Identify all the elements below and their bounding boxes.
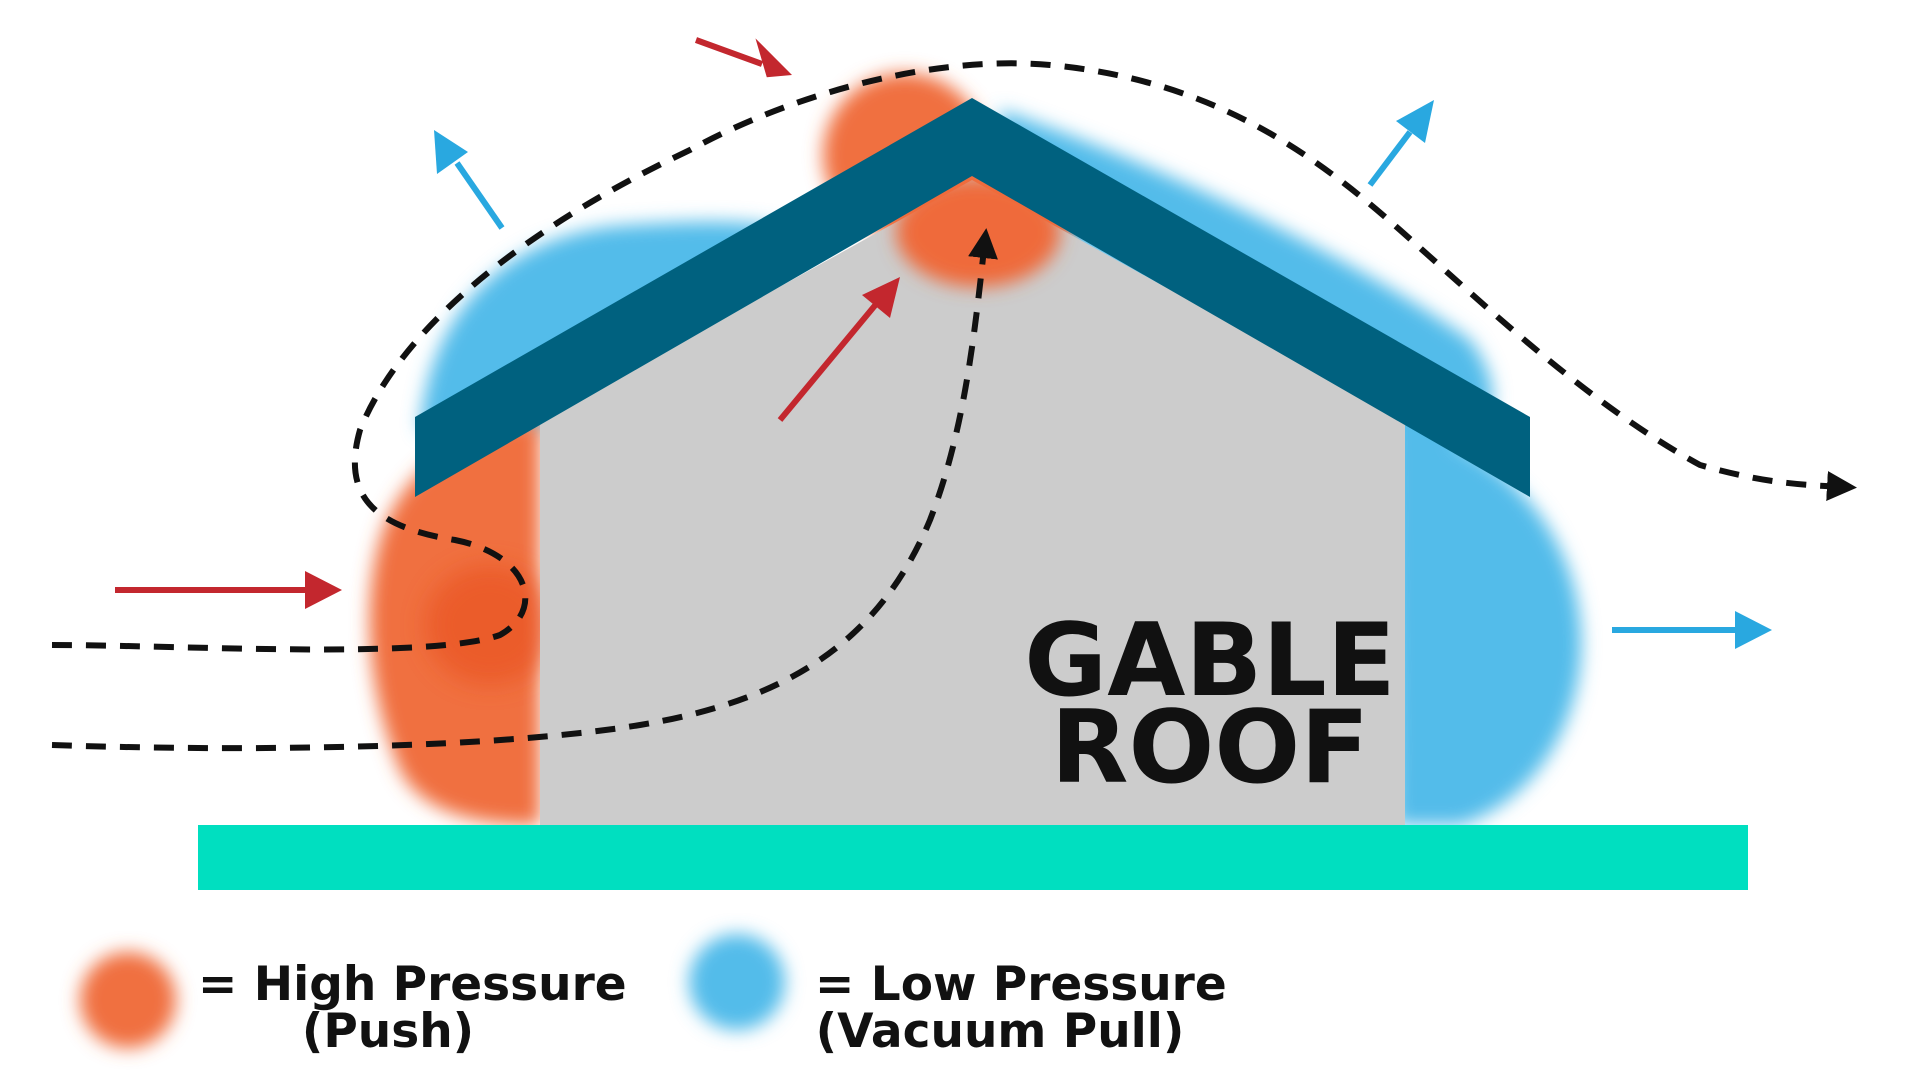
wind-pull-arrow-left-roof [434, 130, 505, 230]
pull-arrows [434, 100, 1772, 649]
legend-low-pressure-swatch [689, 934, 785, 1030]
legend-low-pressure-line2: (Vacuum Pull) [816, 1004, 1185, 1059]
wind-pull-arrow-leeward [1612, 611, 1772, 649]
low-pressure-zone-leeward-wall [1390, 420, 1582, 825]
legend-low-pressure: = Low Pressure (Vacuum Pull) [689, 934, 1227, 1059]
wind-push-arrow-top [694, 37, 792, 78]
ground [198, 825, 1748, 890]
airflow-path-over-roof [51, 60, 1857, 653]
airflow-paths [51, 60, 1857, 752]
house-label-line1: GABLE [1024, 601, 1395, 719]
wind-push-arrow-attic [777, 277, 900, 422]
gable-roof [415, 98, 1530, 497]
house-label-line2: ROOF [1051, 688, 1370, 806]
legend-high-pressure-line1: = High Pressure [198, 957, 627, 1012]
legend-high-pressure-line2: (Push) [302, 1004, 474, 1059]
house-wall [540, 180, 1405, 825]
push-arrows [115, 37, 900, 609]
legend: = High Pressure (Push) = Low Pressure (V… [80, 934, 1227, 1059]
legend-high-pressure-swatch [80, 952, 176, 1048]
legend-low-pressure-line1: = Low Pressure [815, 957, 1227, 1012]
high-pressure-core [425, 565, 555, 685]
wind-pull-arrow-right-roof [1367, 100, 1434, 187]
wind-push-arrow-wall [115, 571, 342, 609]
legend-high-pressure: = High Pressure (Push) [80, 952, 627, 1059]
